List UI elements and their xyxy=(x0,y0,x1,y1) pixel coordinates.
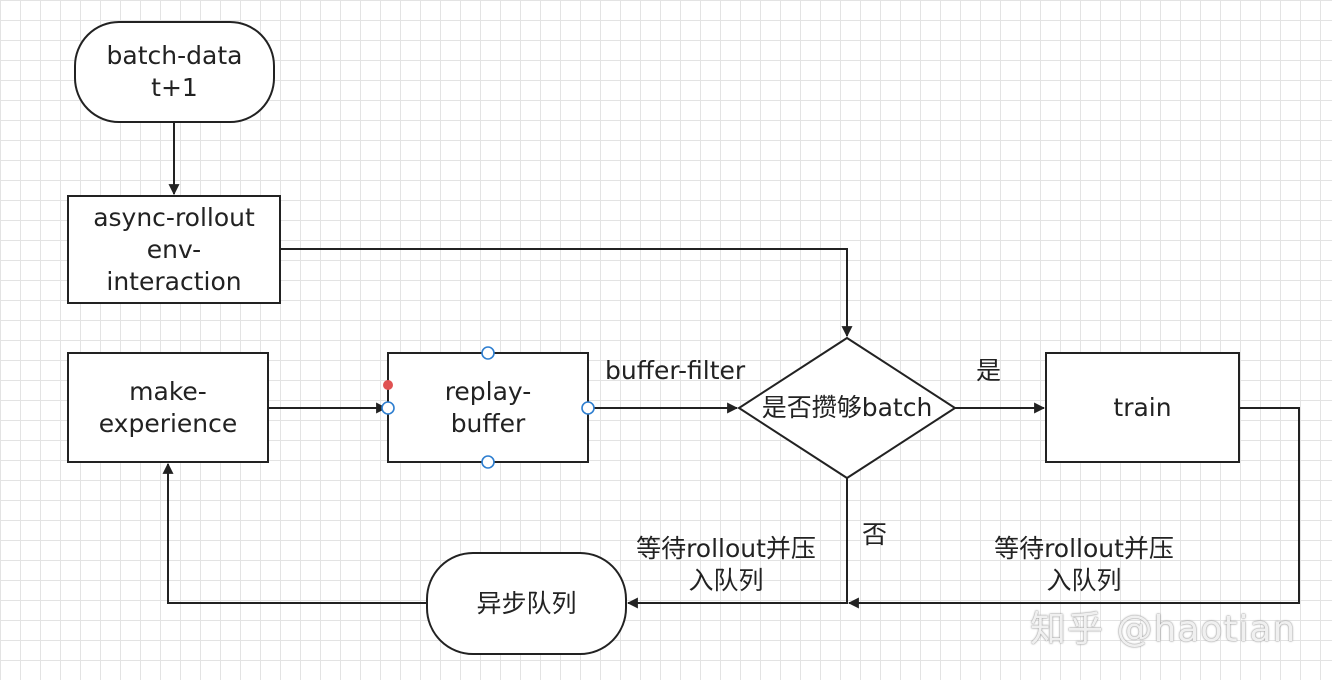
wait-rollout-right-label: 等待rollout并压 入队列 xyxy=(994,534,1174,595)
connection-handle-right[interactable] xyxy=(581,401,595,415)
watermark: 知乎 @haotian xyxy=(1030,609,1297,650)
batch-data-label: batch-data t+1 xyxy=(106,41,243,102)
replay-buffer-node[interactable] xyxy=(387,352,589,463)
wait-rollout-left-label: 等待rollout并压 入队列 xyxy=(636,534,816,595)
yes-label: 是 xyxy=(976,356,1002,385)
train-node[interactable] xyxy=(1045,352,1240,463)
no-label: 否 xyxy=(862,520,888,549)
make-experience-label: make- experience xyxy=(98,376,238,438)
replay-buffer-label: replay- buffer xyxy=(444,376,532,438)
edge-decision-to-queue xyxy=(626,478,848,609)
async-rollout-label: async-rollout env- interaction xyxy=(93,202,255,296)
async-rollout-node[interactable] xyxy=(67,195,281,304)
make-experience-node[interactable] xyxy=(67,352,269,463)
edge-train-to-merge xyxy=(847,407,1300,609)
train-label: train xyxy=(1113,392,1172,422)
connection-handle-left[interactable] xyxy=(381,401,395,415)
async-queue-label: 异步队列 xyxy=(476,588,577,618)
rotate-handle-dot[interactable] xyxy=(383,380,393,390)
connection-handle-top[interactable] xyxy=(481,346,495,360)
decision-label: 是否攒够batch xyxy=(761,393,933,422)
buffer-filter-label: buffer-filter xyxy=(605,356,746,385)
edge-rollout-to-decision xyxy=(280,248,853,338)
connection-handle-bottom[interactable] xyxy=(481,455,495,469)
edge-queue-to-experience xyxy=(162,462,427,604)
